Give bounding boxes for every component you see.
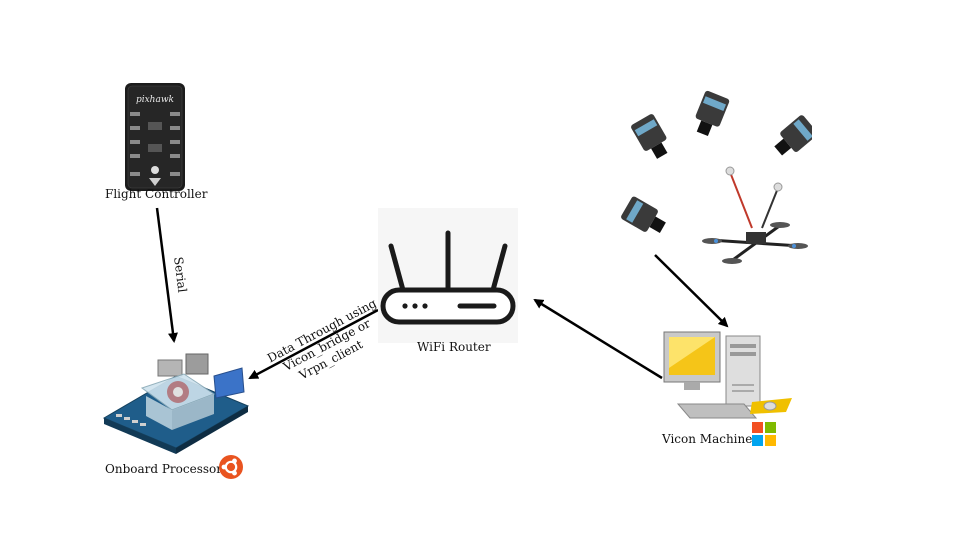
serial-arrow bbox=[155, 207, 178, 343]
pixhawk-board-icon: pixhawk bbox=[125, 83, 185, 191]
vicon-camera-icon bbox=[774, 115, 812, 156]
router-to-processor-arrow bbox=[248, 308, 379, 380]
flight-controller-label: Flight Controller bbox=[105, 187, 208, 201]
quadrotor-drone-icon bbox=[702, 166, 808, 264]
wifi-router-icon bbox=[378, 208, 518, 343]
vicon-machine-pc-icon bbox=[663, 331, 792, 419]
wifi-router-label: WiFi Router bbox=[417, 340, 491, 354]
vicon-camera-icon bbox=[631, 114, 668, 159]
camera-to-vicon-arrow bbox=[654, 254, 729, 328]
onboard-processor-label: Onboard Processor bbox=[105, 462, 222, 476]
vicon-camera-array bbox=[621, 90, 812, 264]
ubuntu-logo-icon bbox=[219, 455, 243, 479]
vicon-camera-icon bbox=[695, 90, 730, 137]
vicon-camera-icon bbox=[621, 196, 666, 233]
onboard-processor-board-icon bbox=[102, 353, 250, 454]
windows-logo-icon bbox=[752, 422, 776, 446]
pixhawk-logo-text: pixhawk bbox=[136, 95, 174, 105]
vicon-to-router-arrow bbox=[533, 298, 663, 380]
vicon-machine-label: Vicon Machine bbox=[662, 432, 753, 446]
